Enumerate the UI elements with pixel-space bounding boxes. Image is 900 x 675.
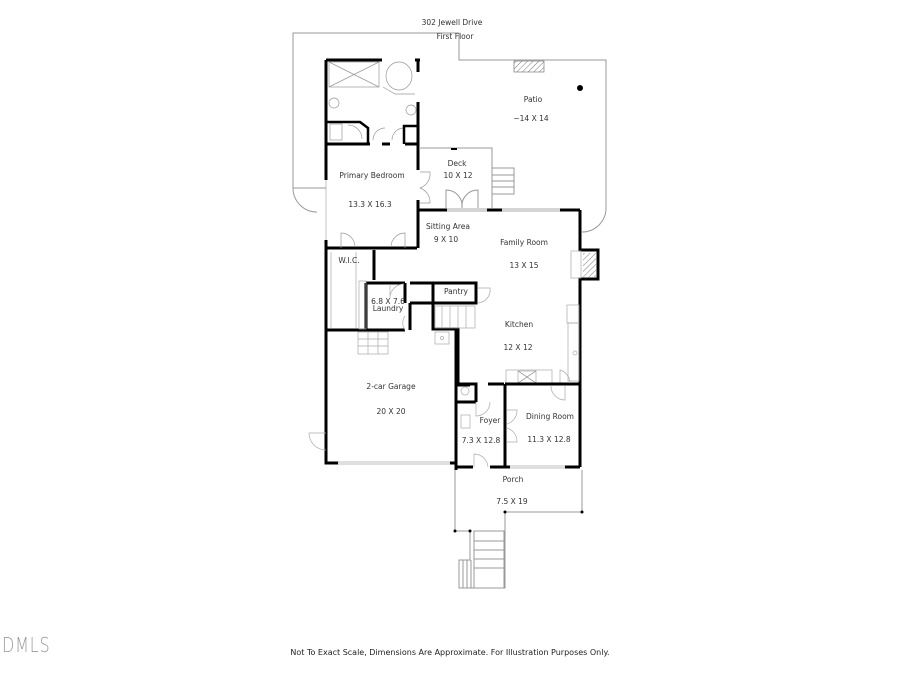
room-name-garage: 2-car Garage	[366, 382, 416, 391]
room-name-wic: W.I.C.	[338, 256, 360, 265]
dmls-logo: DMLS	[2, 633, 51, 657]
room-dims-kitchen: 12 X 12	[503, 343, 533, 352]
room-dims-family-room: 13 X 15	[509, 261, 539, 270]
room-name-family-room: Family Room	[500, 238, 548, 247]
primary-bath	[324, 58, 420, 146]
room-name-laundry: Laundry	[372, 304, 404, 313]
patio-post-icon	[577, 85, 583, 91]
room-name-primary-bedroom: Primary Bedroom	[339, 171, 405, 180]
room-dims-sitting-area: 9 X 10	[433, 235, 459, 244]
room-dims-deck: 10 X 12	[443, 171, 473, 180]
patio-outline	[292, 32, 607, 233]
room-name-pantry: Pantry	[444, 287, 468, 296]
room-name-patio: Patio	[523, 95, 543, 104]
floor-title: First Floor	[436, 32, 474, 41]
room-name-foyer: Foyer	[479, 416, 501, 425]
center-walls	[326, 250, 478, 387]
room-name-sitting-area: Sitting Area	[426, 222, 470, 231]
patio-hatch-icon	[513, 60, 545, 73]
room-dims-garage: 20 X 20	[376, 407, 406, 416]
room-dims-foyer: 7.3 X 12.8	[461, 436, 501, 445]
room-dims-porch: 7.5 X 19	[496, 497, 528, 506]
room-dims-primary-bedroom: 13.3 X 16.3	[348, 200, 392, 209]
garage-walls	[324, 330, 458, 470]
disclaimer-text: Not To Exact Scale, Dimensions Are Appro…	[290, 648, 610, 657]
deck-outline	[419, 147, 515, 209]
room-dims-dining-room: 11.3 X 12.8	[527, 435, 571, 444]
room-dims-patio: ~14 X 14	[513, 114, 549, 123]
room-name-deck: Deck	[447, 159, 467, 168]
address-title: 302 Jewell Drive	[421, 18, 483, 27]
porch-outline	[454, 470, 583, 589]
room-dims-laundry: 6.8 X 7.6	[371, 297, 405, 306]
foyer-dining-walls	[456, 382, 582, 469]
room-name-kitchen: Kitchen	[504, 320, 534, 329]
fireplace-icon	[583, 253, 596, 277]
room-name-dining-room: Dining Room	[526, 412, 574, 421]
room-name-porch: Porch	[502, 475, 524, 484]
